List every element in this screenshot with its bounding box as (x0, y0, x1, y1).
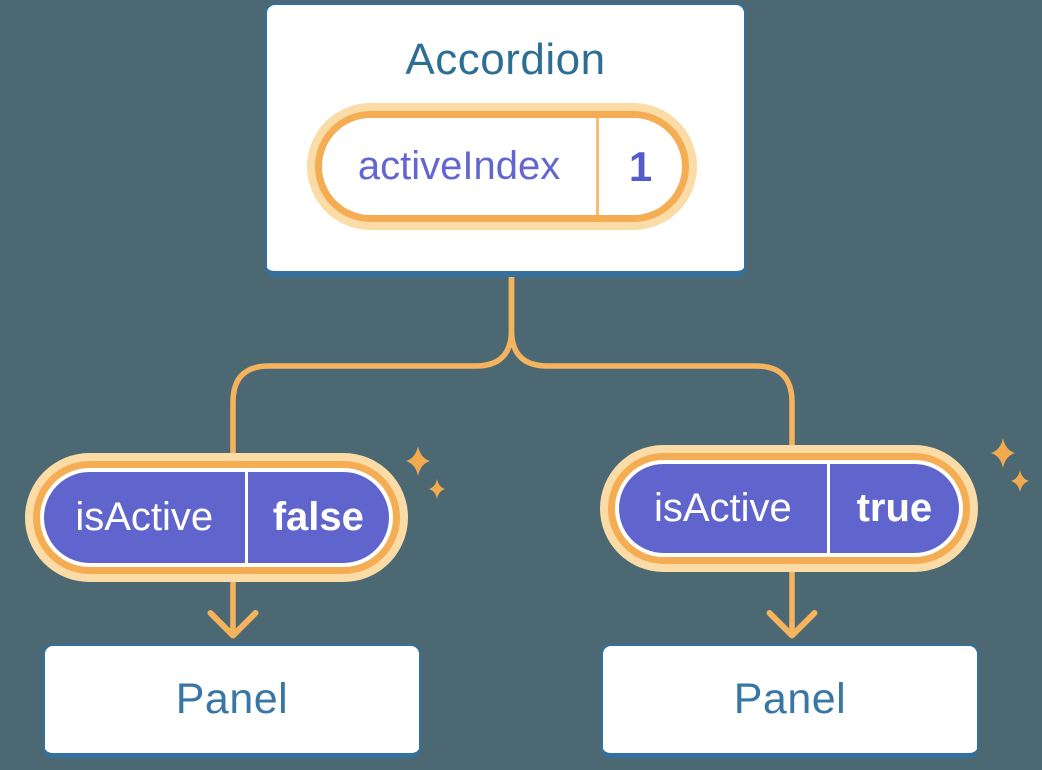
prop-pill-core: isActive false (40, 468, 393, 567)
fork-line-left (230, 265, 515, 635)
sparkle-icon (991, 438, 1015, 468)
prop-value: false (272, 495, 364, 539)
arrow-down-icon (207, 610, 259, 639)
sparkle-icon (429, 479, 445, 499)
prop-pill-right: isActive true (600, 445, 978, 572)
state-pill-core: activeIndex 1 (322, 118, 682, 215)
panel-card-left: Panel (43, 644, 421, 758)
sparkle-icon (406, 446, 430, 476)
panel-card-right: Panel (601, 644, 979, 758)
fork-line-right (508, 265, 795, 635)
state-pill-ring: activeIndex 1 (315, 111, 689, 222)
accordion-title: Accordion (405, 35, 606, 84)
state-value: 1 (628, 142, 653, 190)
prop-value: true (856, 486, 933, 530)
arrow-down-icon (766, 610, 818, 639)
prop-pill-ring: isActive true (608, 453, 970, 564)
prop-name: isActive (44, 472, 248, 563)
sparkle-icon (1011, 470, 1029, 492)
panel-label: Panel (175, 675, 289, 723)
prop-pill-ring: isActive false (33, 461, 400, 574)
state-pill: activeIndex 1 (307, 103, 697, 230)
state-name: activeIndex (322, 118, 600, 215)
prop-name: isActive (619, 464, 830, 553)
panel-label: Panel (733, 675, 847, 723)
prop-pill-left: isActive false (25, 453, 408, 582)
prop-pill-core: isActive true (615, 460, 963, 557)
